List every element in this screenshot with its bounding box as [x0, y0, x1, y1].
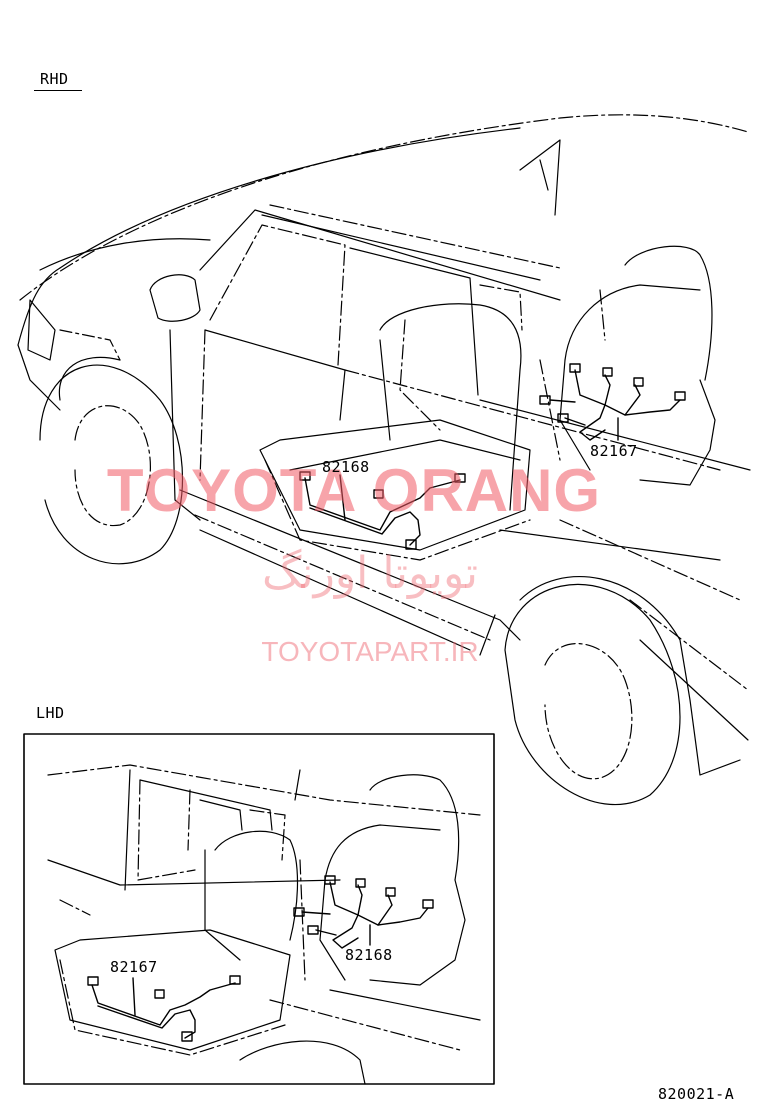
lhd-front-seat — [54, 830, 299, 1056]
part-number-lhd-rear: 82168 — [345, 946, 393, 964]
part-number-lhd-front: 82167 — [110, 958, 158, 976]
rhd-label-underline — [34, 90, 82, 91]
rhd-label: RHD — [40, 70, 69, 88]
lhd-label: LHD — [36, 704, 65, 722]
lhd-inset-frame — [23, 733, 495, 1085]
diagram-code: 820021-A — [658, 1085, 735, 1103]
rhd-front-seat — [259, 303, 531, 561]
rhd-rear-seat — [539, 245, 716, 486]
part-number-rhd-rear: 82167 — [590, 442, 638, 460]
rhd-harness-82167 — [539, 363, 686, 441]
lhd-rear-seat — [299, 774, 466, 986]
part-number-rhd-front: 82168 — [322, 458, 370, 476]
rhd-harness-82168 — [299, 471, 466, 550]
lhd-harness-82168 — [293, 875, 434, 949]
rhd-vehicle-body — [17, 114, 751, 806]
lhd-vehicle-interior — [47, 764, 481, 1085]
lhd-harness-82167 — [87, 975, 241, 1042]
